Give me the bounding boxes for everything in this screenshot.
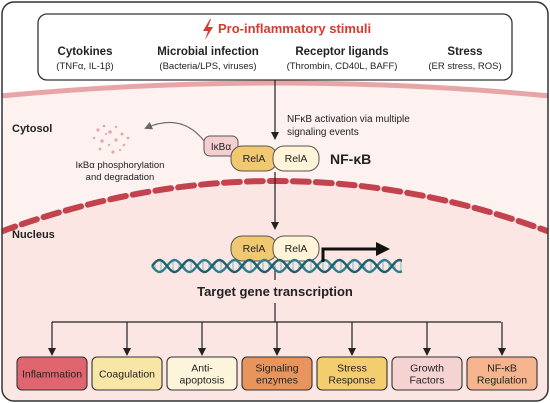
target-label: Regulation [477, 375, 527, 387]
target-label: Growth [410, 363, 444, 375]
degradation-note-line1: IκBα phosphorylation [76, 160, 165, 171]
degraded-fragments-icon [92, 124, 130, 154]
target-box-nf-b-regulation [466, 356, 538, 391]
stimulus-label-cytokines: Cytokines [58, 46, 113, 58]
target-box-stress-response [316, 356, 388, 391]
second-subunit-label-nucleus: RelA [285, 243, 308, 255]
stimuli-title: Pro-inflammatory stimuli [218, 21, 371, 36]
cytosol-label: Cytosol [12, 123, 52, 135]
rela-label-cytosol: RelA [243, 153, 266, 165]
target-boxes: Inflammation Coagulation Anti-apoptosis Sig… [16, 356, 538, 391]
ikba-label: IκBα [211, 142, 231, 153]
second-subunit-label-cytosol: RelA [285, 153, 308, 165]
dna-strand [151, 258, 403, 274]
stimulus-label-stress: Stress [447, 46, 482, 58]
stimulus-label-microbial: Microbial infection [157, 46, 259, 58]
second-subunit-cytosol [272, 145, 320, 172]
activation-note-line1: NFκB activation via multiple [287, 114, 410, 125]
target-label: Factors [409, 375, 444, 387]
degradation-note-line2: and degradation [86, 172, 155, 183]
dna-strand [151, 258, 403, 274]
target-box-inflammation [16, 356, 88, 391]
stimulus-detail-cytokines: (TNFα, IL-1β) [56, 61, 113, 72]
nfkb-name: NF-κB [330, 151, 371, 167]
target-label: Coagulation [99, 369, 155, 381]
rela-label-nucleus: RelA [243, 243, 266, 255]
transcription-label: Target gene transcription [197, 284, 353, 299]
nucleus-label: Nucleus [12, 229, 55, 241]
dna-helix-icon [151, 258, 403, 274]
target-arrows [48, 322, 506, 356]
lightning-icon [203, 19, 213, 40]
activation-note-line2: signaling events [287, 127, 359, 138]
nucleus-region [2, 181, 548, 401]
target-label: enzymes [256, 375, 298, 387]
target-label: apoptosis [180, 375, 225, 387]
stimulus-label-receptor: Receptor ligands [295, 46, 388, 58]
stimulus-detail-receptor: (Thrombin, CD40L, BAFF) [287, 61, 398, 72]
ikba-subunit [203, 135, 239, 157]
target-box-coagulation [91, 356, 163, 391]
target-label: Signaling [255, 363, 298, 375]
target-box-growth-factors [391, 356, 463, 391]
stimulus-detail-stress: (ER stress, ROS) [428, 61, 501, 72]
transcription-arrowhead [376, 242, 390, 256]
target-label: Response [328, 375, 375, 387]
target-label: Anti- [191, 363, 213, 375]
target-label: NF-κB [487, 363, 517, 375]
transcription-start-arrow [321, 247, 378, 262]
target-label: Stress [337, 363, 367, 375]
arrow-degradation [144, 121, 206, 143]
stimulus-detail-microbial: (Bacteria/LPS, viruses) [159, 61, 256, 72]
target-label: Inflammation [22, 369, 82, 381]
target-box-anti-apoptosis [166, 356, 238, 391]
target-box-signaling-enzymes [241, 356, 313, 391]
